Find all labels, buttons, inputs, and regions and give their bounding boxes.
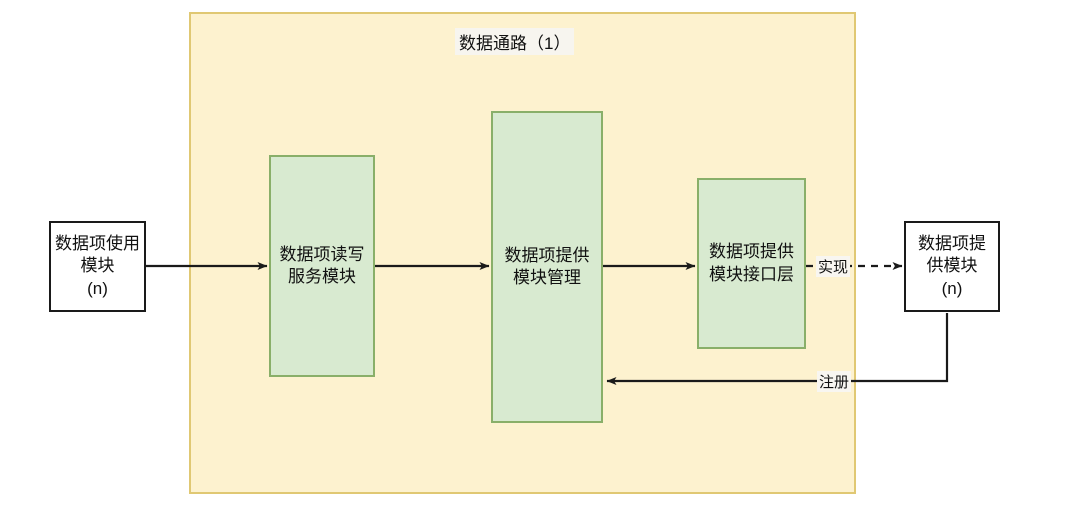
edge-label-implement: 实现 [816,256,851,277]
node-read-write-service[interactable]: 数据项读写 服务模块 [269,155,375,377]
container-title: 数据通路（1） [455,28,575,55]
node-provider-interface-layer[interactable]: 数据项提供 模块接口层 [697,178,806,349]
edge-label-register: 注册 [817,371,852,392]
node-data-item-consumer[interactable]: 数据项使用模块 (n) [49,221,146,312]
node-provider-manager[interactable]: 数据项提供 模块管理 [491,111,603,423]
node-data-item-provider[interactable]: 数据项提 供模块 (n) [904,221,1000,312]
